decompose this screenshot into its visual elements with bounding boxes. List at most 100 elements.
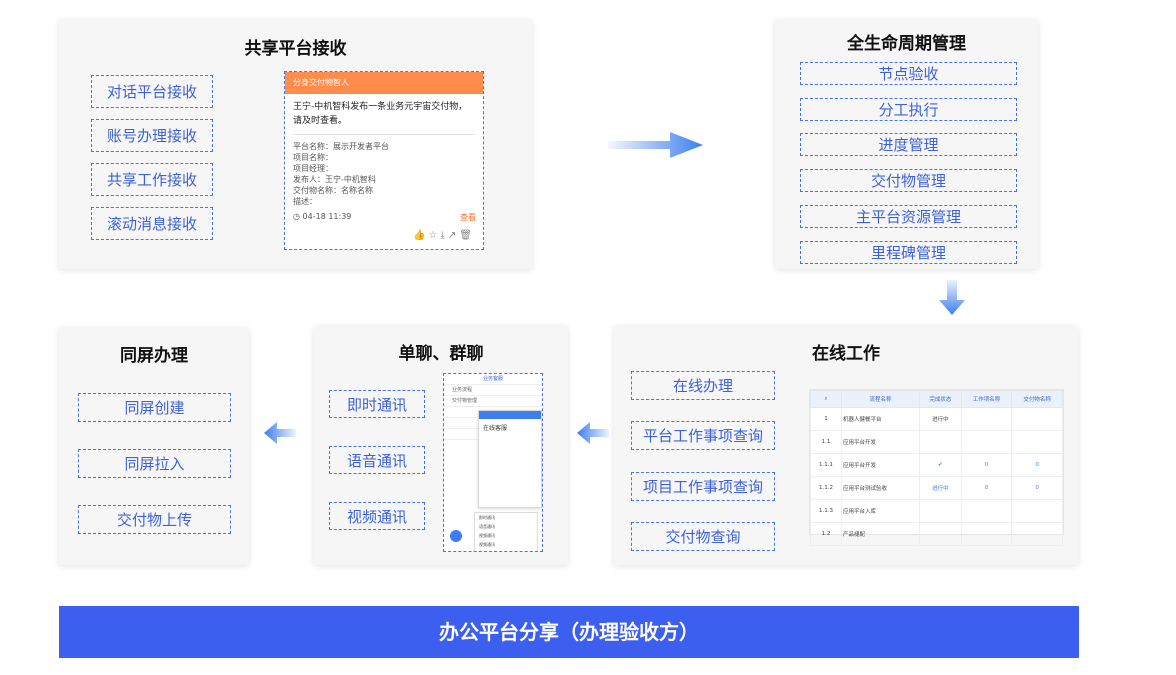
clock-icon: ◷ xyxy=(293,212,300,221)
arrow-down-icon xyxy=(939,280,965,315)
table-header: 完成状态 xyxy=(919,390,962,408)
row-status: 进行中 xyxy=(919,407,962,431)
tag-project-work-query: 项目工作事项查询 xyxy=(631,472,775,501)
row-id: 1 xyxy=(810,407,842,431)
tag-account-receive: 账号办理接收 xyxy=(91,119,213,152)
tag-platform-work-query: 平台工作事项查询 xyxy=(631,421,775,450)
card-field: 交付物名称：名称名称 xyxy=(293,186,373,195)
tag-milestone-management: 里程碑管理 xyxy=(800,241,1017,264)
menu-item[interactable]: 即时通讯 xyxy=(479,515,495,520)
table-header: 流程名称 xyxy=(840,390,921,408)
tag-shared-work-receive: 共享工作接收 xyxy=(91,163,213,196)
tag-division-execution: 分工执行 xyxy=(800,98,1017,121)
card-field: 描述： xyxy=(293,197,317,206)
row-name: 应用平台开发 xyxy=(840,430,921,454)
row-work: 0 xyxy=(960,476,1013,500)
chat-fab-icon[interactable] xyxy=(450,530,462,542)
panel-title: 单聊、群聊 xyxy=(398,344,484,364)
chat-list-item[interactable]: 交付物管理 xyxy=(444,396,542,407)
card-message: 王宁-中机智科发布一条业务元宇宙交付物，请及时查看。 xyxy=(293,100,475,135)
popup-bar xyxy=(479,411,541,419)
tag-scroll-message-receive: 滚动消息接收 xyxy=(91,207,213,240)
tag-voice-call: 语音通讯 xyxy=(329,446,425,474)
panel-title: 共享平台接收 xyxy=(244,39,347,59)
row-deliverable: 0 xyxy=(1011,476,1063,500)
row-name: 应用平台开发 xyxy=(840,453,921,477)
chat-list-item[interactable]: 业务流程 xyxy=(444,385,542,396)
tag-resource-management: 主平台资源管理 xyxy=(800,205,1017,228)
tag-instant-messaging: 即时通讯 xyxy=(329,390,425,418)
like-icon[interactable]: 👍 xyxy=(413,230,429,241)
tag-deliverable-management: 交付物管理 xyxy=(800,169,1017,192)
share-icon[interactable]: ↗ xyxy=(447,230,460,241)
menu-item[interactable]: 视频通讯 xyxy=(479,533,495,538)
search-icon[interactable]: ⌕ xyxy=(810,390,842,408)
tag-deliverable-upload: 交付物上传 xyxy=(78,505,231,534)
delete-icon[interactable]: 🗑 xyxy=(459,230,475,241)
chat-mockup: 业务客服 业务流程 交付物管理 在线客服 即时通讯 语音通讯 视频通讯 视频通讯 xyxy=(443,373,543,552)
row-id: 1.1.1 xyxy=(810,453,842,477)
panel-title: 全生命周期管理 xyxy=(847,34,966,54)
card-action-icons: 👍☆⤓↗🗑 xyxy=(413,230,475,241)
row-status xyxy=(919,499,962,523)
tag-same-screen-create: 同屏创建 xyxy=(78,393,231,422)
arrow-right-icon xyxy=(608,132,703,158)
row-work: 0 xyxy=(960,453,1013,477)
row-deliverable xyxy=(1011,430,1063,454)
row-status xyxy=(919,430,962,454)
row-id: 1.1 xyxy=(810,430,842,454)
card-header: 分身交付物智人 xyxy=(285,72,483,94)
table-header: 交付物名称 xyxy=(1011,390,1063,408)
notification-card: 分身交付物智人 王宁-中机智科发布一条业务元宇宙交付物，请及时查看。 平台名称：… xyxy=(284,71,484,250)
row-deliverable: 0 xyxy=(1011,453,1063,477)
row-name: 应用平台入库 xyxy=(840,499,921,523)
tag-progress-management: 进度管理 xyxy=(800,133,1017,156)
card-time: ◷ 04-18 11:39 xyxy=(293,212,351,221)
row-work xyxy=(960,430,1013,454)
menu-item[interactable]: 视频通讯 xyxy=(479,542,495,547)
row-status: 进行中 xyxy=(919,476,962,500)
tag-node-acceptance: 节点验收 xyxy=(800,62,1017,85)
row-work xyxy=(960,407,1013,431)
star-icon[interactable]: ☆ xyxy=(428,230,441,241)
tag-deliverable-query: 交付物查询 xyxy=(631,522,775,551)
tag-dialog-receive: 对话平台接收 xyxy=(91,75,213,108)
panel-title: 在线工作 xyxy=(812,344,880,364)
same-screen-panel: 同屏办理 xyxy=(59,328,249,565)
tag-online-handle: 在线办理 xyxy=(631,371,775,400)
row-id: 1.1.3 xyxy=(810,499,842,523)
row-deliverable xyxy=(1011,522,1063,546)
download-icon[interactable]: ⤓ xyxy=(440,230,448,241)
row-status xyxy=(919,522,962,546)
card-view-link[interactable]: 查看 xyxy=(460,213,476,222)
card-field: 项目名称： xyxy=(293,153,333,162)
check-icon: ✔ xyxy=(919,453,962,477)
row-deliverable xyxy=(1011,499,1063,523)
card-field: 发布人：王宁-中机智科 xyxy=(293,175,376,184)
row-name: 应用平台测试验收 xyxy=(840,476,921,500)
table-header: 工作项名称 xyxy=(960,390,1013,408)
row-name: 机器人健餐平台 xyxy=(840,407,921,431)
card-field: 项目经理： xyxy=(293,164,333,173)
chat-popup: 在线客服 xyxy=(478,410,542,508)
row-name: 产品褪配 xyxy=(840,522,921,546)
menu-item[interactable]: 语音通讯 xyxy=(479,524,495,529)
row-id: 1.2 xyxy=(810,522,842,546)
row-deliverable xyxy=(1011,407,1063,431)
row-id: 1.1.2 xyxy=(810,476,842,500)
card-field: 平台名称：展示开发者平台 xyxy=(293,142,389,151)
card-time-text: 04-18 11:39 xyxy=(302,212,352,221)
footer-banner: 办公平台分享（办理验收方） xyxy=(59,606,1079,658)
arrow-left-icon xyxy=(577,422,609,444)
tag-same-screen-pull: 同屏拉入 xyxy=(78,449,231,478)
chat-menu: 即时通讯 语音通讯 视频通讯 视频通讯 xyxy=(474,512,538,551)
arrow-left-icon xyxy=(264,422,296,444)
tag-video-call: 视频通讯 xyxy=(329,502,425,530)
